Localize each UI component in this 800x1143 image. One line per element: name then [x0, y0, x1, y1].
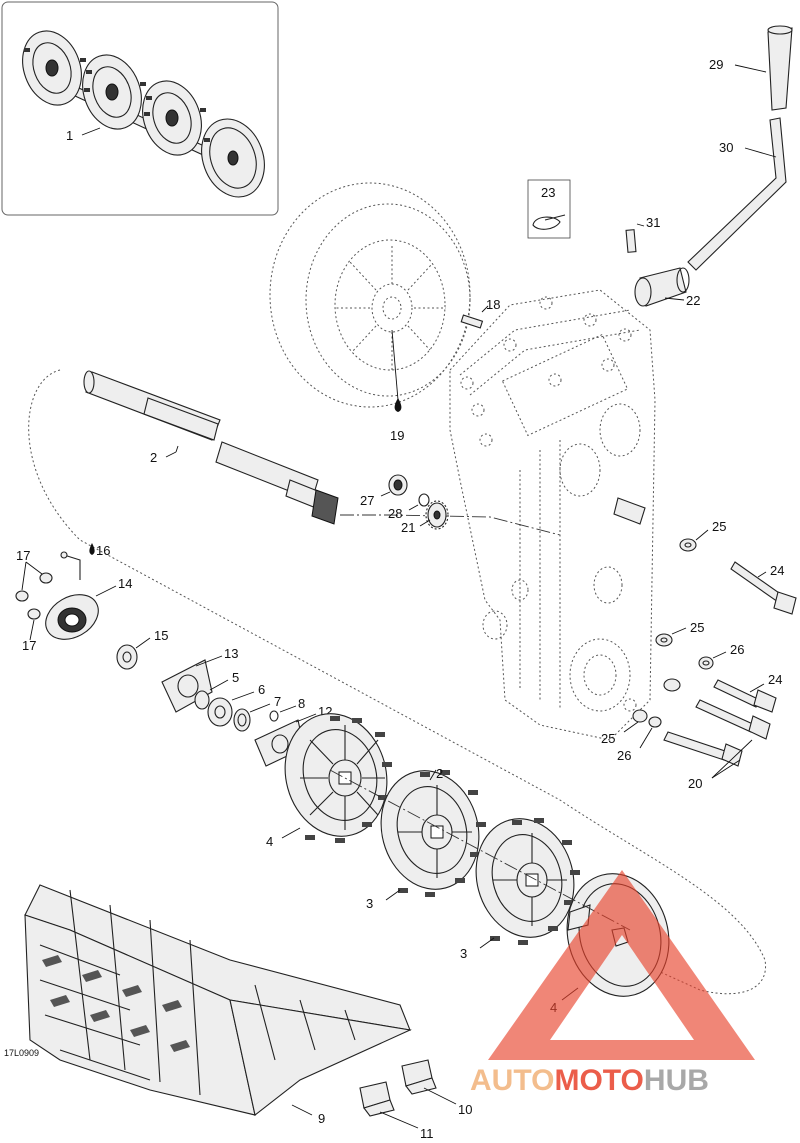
axis-centerline-upper: [340, 514, 561, 536]
watermark-text-moto: MOTO: [554, 1064, 643, 1097]
callout-18: 18: [486, 297, 500, 312]
part-29-handle-grip: [767, 25, 793, 111]
callout-6: 6: [258, 682, 265, 697]
callout-7: 7: [274, 694, 281, 709]
part-24-bolt-upper: [730, 561, 797, 615]
track-outline-dotted: [28, 369, 767, 995]
part-7-seal: [233, 708, 251, 732]
part-15-bearing: [116, 644, 138, 670]
part-18-key: [460, 314, 484, 329]
callout-26a: 26: [730, 642, 744, 657]
callout-26b: 26: [617, 748, 631, 763]
callout-8: 8: [298, 696, 305, 711]
part-11-clip: [359, 1081, 395, 1117]
callout-30: 30: [719, 140, 733, 155]
callout-25b: 25: [690, 620, 704, 635]
part-25-washer-lower-r: [663, 678, 681, 692]
part-27-nut: [388, 474, 408, 496]
track-lugs: [42, 955, 190, 1052]
sprocket-teeth-outer: [305, 716, 392, 843]
inset-sprocket-2: [82, 54, 142, 130]
part-31-pin: [625, 229, 637, 253]
callout-3b: 3: [460, 946, 467, 961]
watermark-logo: AUTOMOTOHUB: [470, 870, 755, 1097]
callout-25c: 25: [601, 731, 615, 746]
callout-3a: 3: [366, 896, 373, 911]
part-10-clip: [401, 1059, 437, 1095]
part-25-washer-lower: [632, 709, 648, 723]
callout-2a: 2: [150, 450, 157, 465]
callout-17a: 17: [16, 548, 30, 563]
callout-29: 29: [709, 57, 723, 72]
part-4-sprocket-outer: [284, 713, 388, 837]
part-28-washer: [418, 493, 430, 507]
svg-text:AUTOMOTOHUB: AUTOMOTOHUB: [470, 1064, 709, 1097]
callout-14: 14: [118, 576, 132, 591]
inset-assembly-box: 1: [1, 1, 279, 216]
part-21-gear: [425, 500, 449, 530]
callout-13: 13: [224, 646, 238, 661]
inset-sprocket-1: [22, 30, 82, 106]
callout-24b: 24: [768, 672, 782, 687]
part-26-lockwasher-upper: [698, 656, 714, 670]
sprocket-teeth-1: [398, 770, 486, 897]
watermark-triangle-icon: [488, 870, 755, 1060]
watermark-text-hub: HUB: [644, 1064, 709, 1097]
part-24-bolt-lower: [713, 679, 777, 713]
callout-2b: 2: [436, 766, 443, 781]
callout-28: 28: [388, 506, 402, 521]
callout-5: 5: [232, 670, 239, 685]
part-5-ring: [194, 690, 210, 710]
part-25-washer-mid: [655, 633, 673, 647]
sprocket-teeth-2: [490, 818, 580, 945]
part-13-flange-plate: [161, 659, 213, 713]
part-23-hair-clip: [527, 179, 571, 239]
axis-centerline-lower: [329, 769, 631, 931]
callout-11: 11: [420, 1126, 434, 1141]
callout-22: 22: [686, 293, 700, 308]
part-22-collar: [634, 267, 690, 307]
part-2-drive-shaft: [83, 370, 339, 525]
part-8-o-ring: [269, 710, 279, 722]
inset-teeth: [24, 48, 210, 142]
diagram-reference-id: 17L0909: [4, 1048, 39, 1058]
part-6-bearing: [207, 697, 233, 727]
callout-9: 9: [318, 1111, 325, 1126]
watermark-text-auto: AUTO: [470, 1064, 554, 1097]
callout-1: 1: [66, 128, 73, 143]
part-20-bolt-a: [695, 699, 771, 740]
callout-19: 19: [390, 428, 404, 443]
callout-4a: 4: [266, 834, 273, 849]
callout-15: 15: [154, 628, 168, 643]
grease-drop-icon-19: [394, 398, 402, 412]
part-26-lockwasher-lower: [648, 716, 662, 728]
part-9-track: [24, 884, 412, 1116]
callout-16: 16: [96, 543, 110, 558]
part-3-sprocket-2: [475, 818, 575, 938]
callout-10: 10: [458, 1102, 472, 1117]
part-3-sprocket-1: [380, 770, 480, 890]
part-20-bolt-b: [663, 731, 743, 767]
callout-27: 27: [360, 493, 374, 508]
inset-sprocket-3: [142, 80, 202, 156]
chaincase-housing-dotted: [449, 289, 656, 741]
callout-23: 23: [541, 185, 555, 200]
callout-17b: 17: [22, 638, 36, 653]
inset-end-wheel: [201, 118, 265, 198]
callout-31: 31: [646, 215, 660, 230]
callout-21: 21: [401, 520, 415, 535]
callout-20: 20: [688, 776, 702, 791]
part-16-grease-fitting: [60, 551, 81, 580]
part-30-lever-rod: [687, 117, 787, 271]
part-17-nuts: [15, 572, 53, 620]
housing-splined-stub: [613, 497, 646, 525]
part-14-bearing-housing: [45, 594, 99, 640]
driven-pulley-dotted: [269, 182, 471, 408]
grease-drop-icon-16: [89, 543, 95, 555]
callout-24a: 24: [770, 563, 784, 578]
callout-25a: 25: [712, 519, 726, 534]
part-25-washer-upper: [679, 538, 697, 552]
